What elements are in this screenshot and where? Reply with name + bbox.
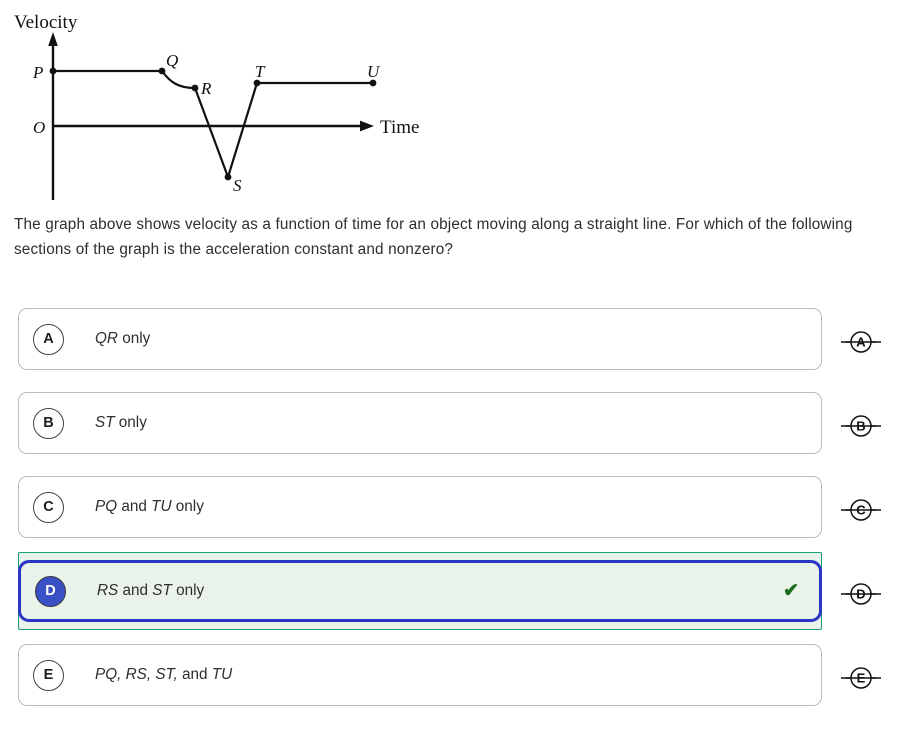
eliminate-marker-e[interactable]: E [840,665,882,691]
correct-check-icon: ✔ [783,580,799,602]
point-p-dot [49,67,57,75]
eliminate-marker-c[interactable]: C [840,497,882,523]
eliminate-letter-a: A [856,335,866,350]
choice-text-d: RS and ST only [97,582,205,599]
eliminate-marker-a[interactable]: A [840,329,882,355]
x-axis-label: Time [380,117,419,138]
point-u-dot [369,79,377,87]
answer-choice-d[interactable]: D RS and ST only ✔ [18,560,822,622]
answer-choice-row-b: B ST only B [0,384,908,468]
answer-choice-row-a: A QR only A [0,300,908,384]
point-label-s: S [233,176,242,195]
y-axis-label: Velocity [14,12,78,33]
point-label-p: P [32,63,43,82]
choice-badge-d: D [35,575,66,607]
eliminate-letter-d: D [856,587,865,602]
choice-badge-a: A [33,323,64,355]
choice-text-c: PQ and TU only [95,498,204,515]
choice-badge-e: E [33,659,64,691]
eliminate-letter-c: C [856,503,866,518]
choice-badge-c: C [33,491,64,523]
choice-text-b: ST only [95,414,147,431]
answer-choice-c[interactable]: C PQ and TU only [18,476,822,538]
velocity-time-graph-svg: Velocity Time O [14,12,419,200]
origin-label: O [33,118,45,137]
choice-text-e: PQ, RS, ST, and TU [95,666,233,683]
eliminate-letter-b: B [856,419,865,434]
choice-text-a: QR only [95,330,151,347]
answer-choice-row-d: D RS and ST only ✔ D [0,552,908,636]
velocity-time-graph-figure: Velocity Time O [0,0,460,210]
answer-choice-a[interactable]: A QR only [18,308,822,370]
point-label-q: Q [166,51,178,70]
choice-badge-b: B [33,407,64,439]
question-stem: The graph above shows velocity as a func… [14,216,853,258]
eliminate-marker-d[interactable]: D [840,581,882,607]
eliminate-letter-e: E [857,671,866,686]
answer-choice-row-e: E PQ, RS, ST, and TU E [0,636,908,720]
answer-choice-e[interactable]: E PQ, RS, ST, and TU [18,644,822,706]
data-point-dots [49,67,377,181]
answer-choice-list: A QR only A B ST only B [0,300,908,720]
y-axis [48,32,58,200]
point-t-dot [253,79,261,87]
point-label-u: U [367,62,381,81]
answer-choice-b[interactable]: B ST only [18,392,822,454]
point-s-dot [224,173,232,181]
velocity-curve [53,69,373,178]
point-label-t: T [255,62,266,81]
point-label-r: R [200,79,212,98]
point-q-dot [158,67,166,75]
answer-choice-row-c: C PQ and TU only C [0,468,908,552]
eliminate-marker-b[interactable]: B [840,413,882,439]
x-axis [53,120,374,132]
point-r-dot [191,84,199,92]
